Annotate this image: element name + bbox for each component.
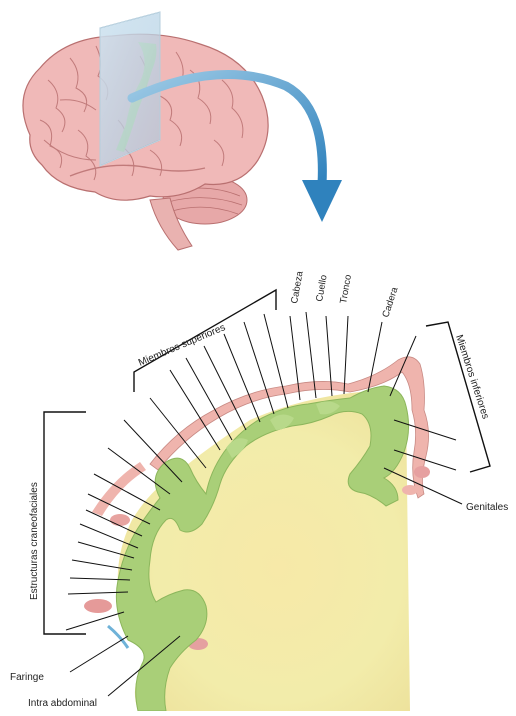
label-cabeza: Cabeza: [289, 270, 306, 305]
label-cadera: Cadera: [380, 285, 400, 319]
label-faringe: Faringe: [10, 672, 44, 683]
label-tronco: Tronco: [338, 274, 354, 305]
coronal-section: [84, 357, 430, 711]
label-genitales: Genitales: [466, 502, 508, 513]
label-miembros-inferiores: Miembros inferiores: [453, 334, 491, 421]
label-estructuras-craneofaciales: Estructuras craneofaciales: [29, 482, 40, 600]
label-cuello: Cuello: [314, 274, 330, 302]
bracket-estructuras-craneofaciales: [44, 412, 86, 634]
label-intra-abdominal: Intra abdominal: [28, 698, 97, 709]
label-miembros-superiores: Miembros superiores: [137, 322, 227, 369]
